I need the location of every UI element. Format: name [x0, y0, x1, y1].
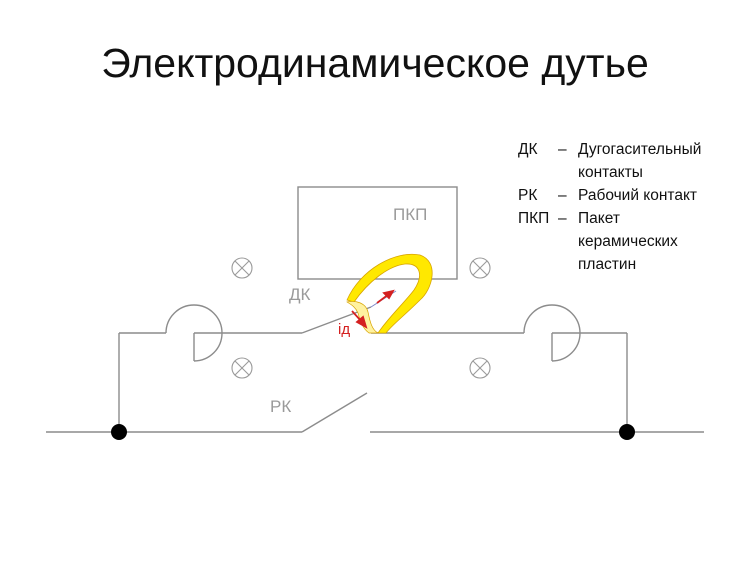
- legend-item-pkp: ПКП – Пакет керамических пластин: [518, 207, 728, 276]
- field-cross-icon: [469, 257, 491, 279]
- legend-dash: –: [558, 141, 567, 158]
- legend-desc: Дугогасительный: [578, 141, 702, 158]
- right-coil-arc: [523, 304, 581, 362]
- legend-dash: –: [558, 187, 567, 204]
- right-node-dot: [619, 424, 635, 440]
- legend-abbr: РК: [518, 187, 538, 204]
- legend-item-dk: ДК – Дугогасительный контакты: [518, 138, 728, 184]
- left-coil-arc: [165, 304, 223, 362]
- ceramic-plate-pack: [297, 186, 458, 280]
- current-arrow-head: [355, 315, 368, 329]
- legend-desc: керамических: [578, 233, 678, 250]
- legend-abbr: ДК: [518, 141, 538, 158]
- legend-desc: Пакет: [578, 210, 620, 227]
- force-arrow-head: [382, 289, 395, 300]
- legend-item-rk: РК – Рабочий контакт: [518, 184, 728, 207]
- legend-abbr: ПКП: [518, 210, 550, 227]
- field-cross-icon: [231, 357, 253, 379]
- field-cross-icon: [469, 357, 491, 379]
- rk-label: РК: [270, 397, 291, 416]
- dk-label: ДК: [289, 285, 311, 304]
- slide-title: Электродинамическое дутье: [101, 40, 649, 86]
- pkp-label: ПКП: [393, 205, 427, 224]
- legend-desc: Рабочий контакт: [578, 187, 698, 204]
- legend-desc: пластин: [578, 256, 637, 273]
- legend-dash: –: [558, 210, 567, 227]
- legend: ДК – Дугогасительный контакты РК – Рабоч…: [518, 138, 728, 276]
- legend-desc: контакты: [578, 164, 643, 181]
- current-label: iд: [338, 321, 350, 338]
- working-contact-blade: [301, 392, 368, 433]
- left-node-dot: [111, 424, 127, 440]
- field-cross-icon: [231, 257, 253, 279]
